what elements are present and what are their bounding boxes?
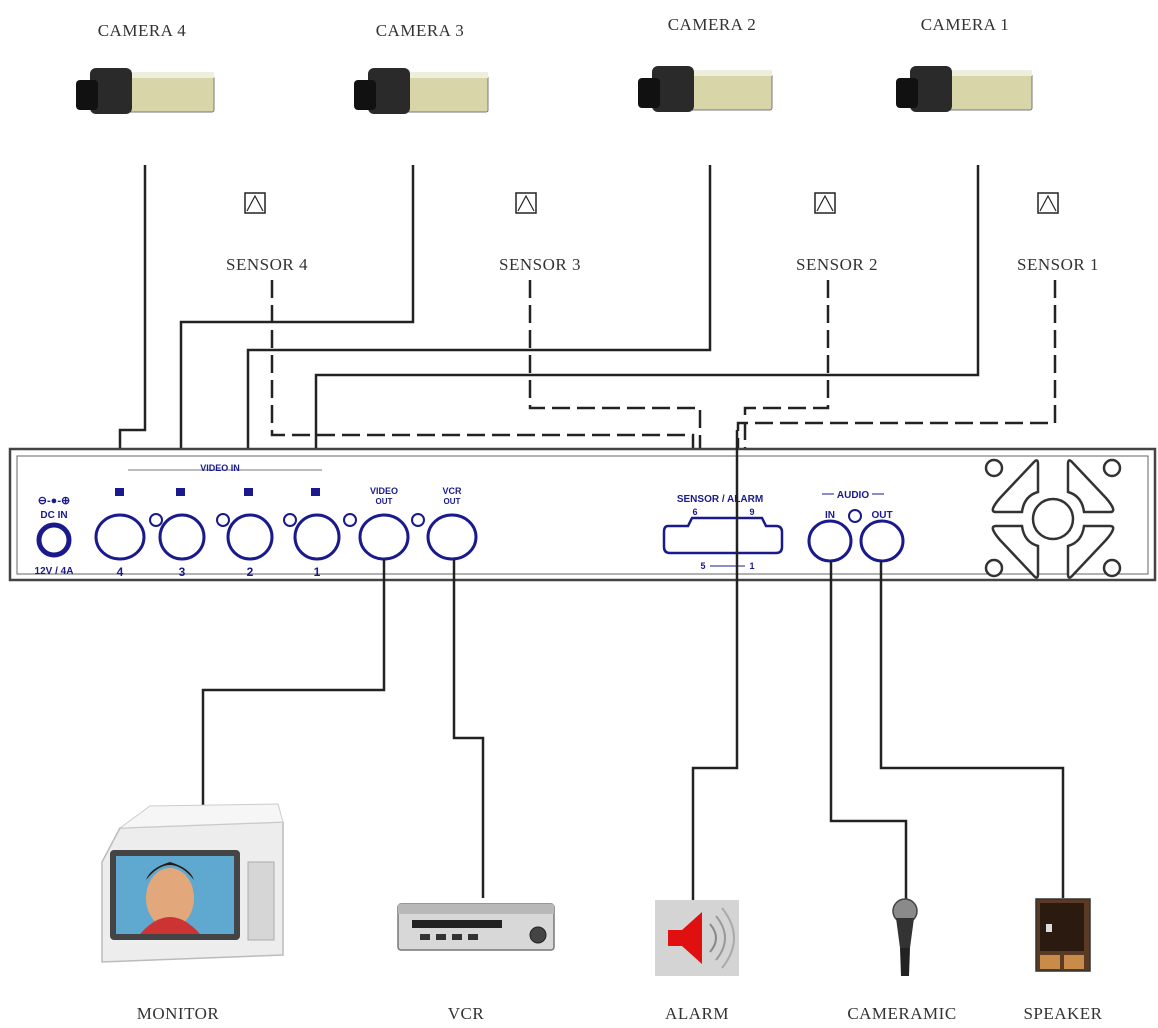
sensor-3: SENSOR 3: [499, 192, 581, 274]
video-out-label-line1: VIDEO: [370, 486, 398, 496]
monitor-icon: [101, 803, 284, 963]
vcr-wire: [452, 560, 485, 898]
sensor-3-wire: [528, 280, 702, 510]
sensor-4: SENSOR 4: [226, 192, 308, 274]
video-out-jack: [358, 513, 410, 561]
cameramic: CAMERAMIC: [847, 898, 956, 1023]
camera-2-label: CAMERA 2: [668, 15, 757, 34]
monitor-label: MONITOR: [137, 1004, 220, 1023]
video-in-2-jack: [226, 513, 274, 561]
video-in-3-number: 3: [179, 565, 186, 579]
speaker-wire: [879, 561, 1065, 898]
sensor-4-icon: [244, 192, 266, 214]
audio-out-label: OUT: [871, 510, 892, 521]
video-in-1-number: 1: [314, 565, 321, 579]
sensor-1-label: SENSOR 1: [1017, 255, 1099, 274]
camera-4-wire: [118, 165, 147, 492]
camera-2: CAMERA 2: [638, 15, 773, 112]
speaker: SPEAKER: [1023, 898, 1102, 1023]
sensor-3-label: SENSOR 3: [499, 255, 581, 274]
pin-9-label: 9: [749, 507, 754, 517]
vcr: VCR: [397, 903, 555, 1023]
camera-3-label: CAMERA 3: [376, 21, 465, 40]
video-in-label: VIDEO IN: [200, 463, 240, 473]
mic-wire: [829, 561, 908, 900]
video-in-1-marker: [311, 488, 320, 496]
speaker-icon: [1035, 898, 1091, 972]
pin-6-label: 6: [692, 507, 697, 517]
camera-2-icon: [638, 66, 773, 112]
vcr-out-group: VCR OUT: [426, 486, 478, 561]
camera-1-label: CAMERA 1: [921, 15, 1010, 34]
vcr-label: VCR: [448, 1004, 485, 1023]
monitor-wire: [201, 560, 386, 815]
video-in-3-jack: [158, 513, 206, 561]
video-in-group: VIDEO IN 4 3 2 1: [94, 463, 425, 579]
camera-4: CAMERA 4: [76, 21, 215, 114]
camera-3-wire: [179, 165, 415, 492]
video-in-4-marker: [115, 488, 124, 496]
fan-grille-icon: [984, 458, 1122, 579]
camera-wires: [118, 165, 980, 492]
cameramic-label: CAMERAMIC: [847, 1004, 956, 1023]
sensor-2: SENSOR 2: [796, 192, 878, 274]
output-wires: [201, 430, 1065, 900]
camera-3-icon: [354, 68, 489, 114]
sensor-1: SENSOR 1: [1017, 192, 1099, 274]
pin-1-label: 1: [749, 561, 754, 571]
audio-out-jack: [859, 519, 905, 563]
camera-1-icon: [896, 66, 1033, 112]
video-in-4-number: 4: [117, 565, 124, 579]
vcr-out-label-line1: VCR: [442, 486, 462, 496]
power-rating-label: 12V / 4A: [35, 566, 74, 577]
sensor-2-icon: [814, 192, 836, 214]
vcr-out-label-line2: OUT: [444, 497, 461, 506]
vcr-icon: [397, 903, 555, 951]
dc-in-jack: [36, 522, 72, 558]
polarity-symbol: ⊖-●-⊕: [38, 495, 70, 507]
camera-1: CAMERA 1: [896, 15, 1033, 112]
camera-3: CAMERA 3: [354, 21, 489, 114]
dc-in-label: DC IN: [40, 510, 67, 521]
sensor-alarm-connector: SENSOR / ALARM 6 9 5 1: [662, 494, 784, 571]
db9-connector-shape: [662, 516, 784, 555]
vcr-out-jack: [426, 513, 478, 561]
microphone-icon: [892, 898, 918, 976]
alarm: ALARM: [655, 900, 739, 1023]
video-out-label-line2: OUT: [376, 497, 393, 506]
camera-1-wire: [314, 165, 980, 492]
audio-label: AUDIO: [837, 490, 869, 501]
speaker-label: SPEAKER: [1023, 1004, 1102, 1023]
alarm-wire: [691, 430, 739, 900]
video-in-3-marker: [176, 488, 185, 496]
sensor-4-label: SENSOR 4: [226, 255, 308, 274]
sensor-2-label: SENSOR 2: [796, 255, 878, 274]
camera-4-label: CAMERA 4: [98, 21, 187, 40]
video-in-1-jack: [293, 513, 341, 561]
camera-4-icon: [76, 68, 215, 114]
sensor-3-icon: [515, 192, 537, 214]
audio-in-label: IN: [825, 510, 835, 521]
sensor-alarm-label: SENSOR / ALARM: [677, 494, 763, 505]
dvr-rear-panel: ⊖-●-⊕ DC IN 12V / 4A VIDEO IN 4 3 2: [8, 447, 1157, 582]
video-in-4-jack: [94, 513, 146, 561]
video-out-group: VIDEO OUT: [358, 486, 410, 561]
video-in-2-marker: [244, 488, 253, 496]
monitor: MONITOR: [101, 803, 284, 1023]
dc-power-input: ⊖-●-⊕ DC IN 12V / 4A: [35, 495, 74, 577]
alarm-siren-icon: [655, 900, 739, 976]
pin-5-label: 5: [700, 561, 705, 571]
alarm-label: ALARM: [665, 1004, 729, 1023]
audio-in-jack: [807, 519, 853, 563]
sensor-1-icon: [1037, 192, 1059, 214]
video-in-2-number: 2: [247, 565, 254, 579]
camera-2-wire: [246, 165, 712, 492]
